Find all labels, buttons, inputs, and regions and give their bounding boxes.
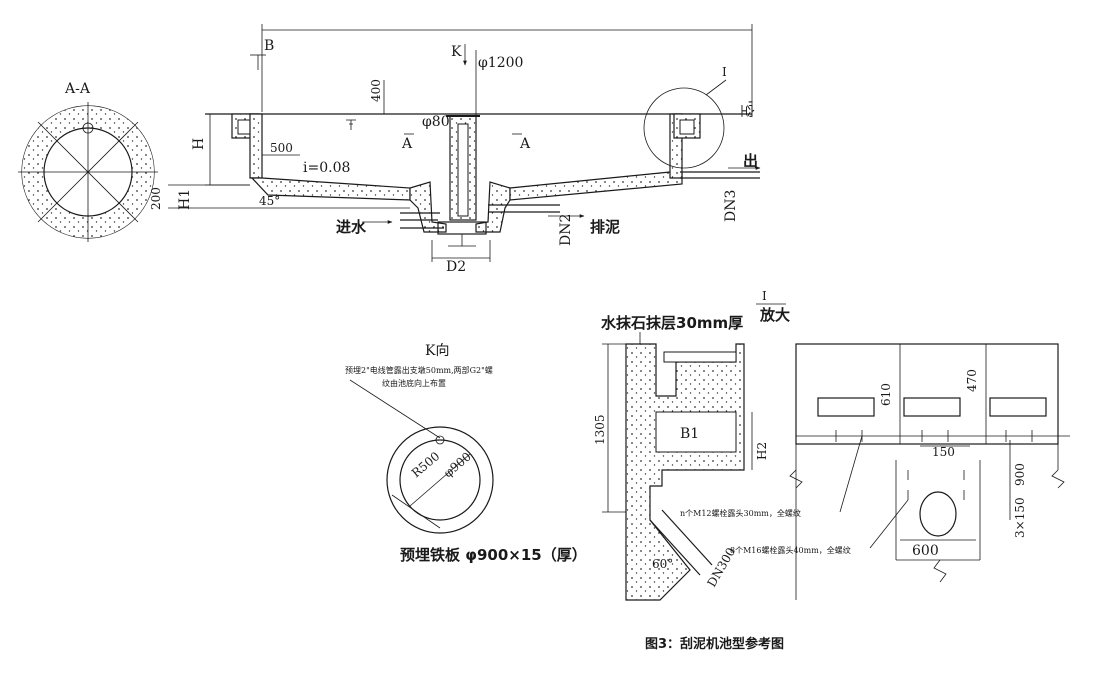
elevation-box: [795, 343, 1059, 445]
detail-wall: [625, 343, 745, 601]
slot-2: [903, 397, 961, 417]
dim-600: 600: [912, 543, 939, 559]
angle-60: 60°: [652, 557, 673, 571]
label-phi900: φ900: [441, 449, 474, 480]
label-phi800: φ800: [422, 114, 459, 130]
view-k-note-2: 纹由池底向上布置: [382, 378, 446, 388]
bolt-m12-label: n个M12螺栓露头30mm，全螺纹: [680, 508, 801, 518]
figure-caption: 图3：刮泥机池型参考图: [645, 636, 784, 652]
b1-void: [655, 411, 737, 453]
label-dn2: DN2: [558, 214, 574, 246]
sump-left: [409, 181, 447, 233]
floor-right: [509, 171, 683, 201]
k-outer-circle: [386, 426, 494, 534]
label-a-left: A: [401, 136, 413, 152]
label-r500: R500: [409, 449, 442, 480]
label-dn3: DN3: [723, 190, 739, 222]
dim-470: 470: [965, 369, 979, 392]
section-aa-view: A-A: [18, 81, 158, 242]
view-k-title: K向: [425, 343, 449, 359]
bolt-m16-label: 8个M16螺栓露头40mm，全螺纹: [730, 545, 851, 555]
angle-45: 45°: [259, 194, 280, 208]
slot-3: [989, 397, 1047, 417]
dim-400: 400: [369, 79, 383, 102]
dim-900: 900: [1013, 463, 1027, 486]
sludge-label: 排泥: [590, 218, 620, 236]
label-b1: B1: [680, 426, 699, 442]
inlet-label: 进水: [336, 218, 367, 236]
dim-150: 150: [932, 445, 955, 459]
detail-title: 放大: [759, 306, 790, 324]
dim-500: 500: [270, 141, 293, 155]
plaster-label: 水抹石抹层30mm厚: [601, 314, 743, 332]
dim-3x150: 3×150: [1013, 497, 1027, 538]
section-aa-title: A-A: [64, 81, 91, 97]
label-h: H: [191, 138, 207, 150]
slot-1: [817, 397, 875, 417]
detail-circle: [643, 87, 725, 169]
view-k-note-1: 预埋2"电线管露出支墩50mm,两部G2"螺: [345, 365, 493, 375]
label-d2: D2: [446, 259, 466, 275]
left-wall: [249, 113, 263, 179]
k-inner-circle: [399, 439, 481, 521]
outlet-label: 出: [743, 152, 758, 170]
label-b: B: [264, 38, 274, 54]
dim-1305: 1305: [593, 414, 607, 445]
detail-enlarged: I 放大 水抹石抹层30mm厚 B1 1305 H2 60° DN300: [593, 289, 790, 601]
label-h1: H1: [177, 189, 193, 210]
side-text: '空: [738, 100, 754, 118]
main-section-view: B K φ1200 400 H H1 200 500 45° i=0.08 A: [149, 24, 761, 275]
sump-right: [475, 181, 511, 233]
detail-ref: I: [722, 65, 727, 79]
elevation-view: 610 470 150 900 3×150 600 n个M12螺栓露头30mm，…: [680, 343, 1070, 600]
label-a-right: A: [519, 136, 531, 152]
label-h2: H2: [755, 442, 769, 460]
bolt-markers: [835, 430, 1033, 500]
outlet-hole: [919, 491, 957, 537]
plate-label: 预埋铁板 φ900×15（厚）: [400, 546, 587, 564]
dim-610: 610: [879, 383, 893, 406]
detail-ref-small: I: [762, 289, 767, 303]
view-k: K向 预埋2"电线管露出支墩50mm,两部G2"螺 纹由池底向上布置 R500 …: [345, 343, 587, 564]
dim-200: 200: [149, 187, 163, 210]
label-phi1200: φ1200: [478, 55, 523, 71]
radial-lines: [18, 102, 158, 242]
slope-label: i=0.08: [303, 160, 350, 176]
label-k: K: [451, 44, 462, 60]
